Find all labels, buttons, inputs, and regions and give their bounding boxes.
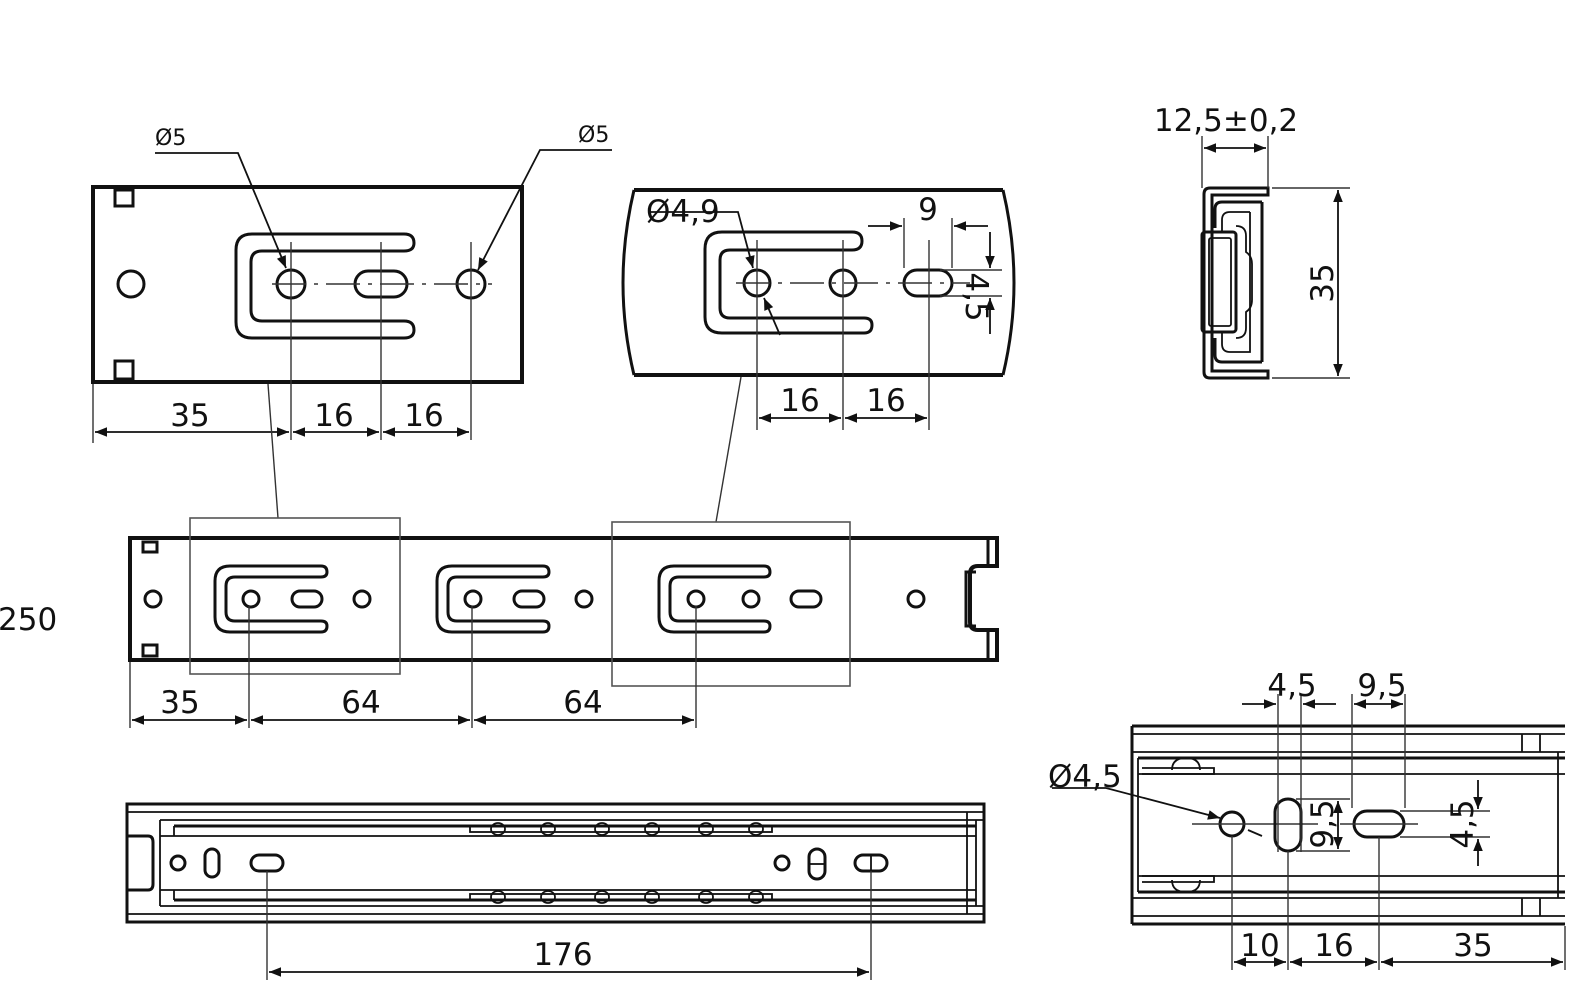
dim-label-end-95a: 9,5 [1357, 668, 1406, 704]
section-ball-cage-inner [1208, 237, 1232, 327]
detail-left: 35 16 16 Ø5 Ø5 [91, 123, 612, 519]
dim-label-45: 4,5 [958, 272, 994, 321]
detail-frame-left [189, 517, 401, 675]
bottom-outer-rail [125, 802, 986, 924]
leader-hole-b [477, 149, 612, 271]
section-inner-profile [1221, 211, 1251, 353]
bottom-cage-top [469, 825, 773, 833]
rail-break-right [1001, 189, 1016, 376]
dim-label-35: 35 [170, 398, 209, 434]
dim-label-9: 9 [918, 192, 938, 228]
dim-label-length: 250 [0, 602, 57, 638]
section-view: 12,5±0,2 35 [1154, 103, 1350, 380]
dim-label-16b: 16 [404, 398, 443, 434]
section-outer-profile [1202, 186, 1270, 380]
bracket-notch-top [113, 188, 135, 208]
dim-label-side-64a: 64 [341, 685, 380, 721]
side-view: 35 64 64 250 [0, 517, 999, 728]
section-ball-track [1235, 225, 1253, 339]
end-detail: Ø4,5 4,5 9,5 9,5 4,5 10 16 35 [1048, 668, 1566, 970]
label-hole-a-diameter: Ø5 [155, 126, 186, 151]
slide-end-hole [143, 589, 163, 609]
dim-label-side-35: 35 [160, 685, 199, 721]
bracket-end-hole [116, 269, 146, 299]
end-detail-ball-top [1142, 757, 1215, 775]
detail-frame-right [611, 521, 851, 687]
section-mid-profile [1213, 200, 1264, 364]
dim-label-end-35: 35 [1453, 928, 1492, 964]
slide-outline [128, 536, 999, 662]
dim-label-end-95b: 9,5 [1305, 799, 1341, 848]
slide-slot-group-3 [657, 564, 772, 634]
slide-slot-group-1 [213, 564, 329, 634]
detail-right-link [715, 376, 742, 523]
dim-label-end-10: 10 [1240, 928, 1279, 964]
label-rail-hole-diameter: Ø4,9 [646, 194, 720, 230]
dim-label-section-height: 35 [1305, 263, 1341, 302]
leader-rail-hole-b [763, 297, 781, 336]
dim-label-16a: 16 [314, 398, 353, 434]
leader-rail-hole [650, 211, 755, 269]
end-detail-ball-bottom [1142, 875, 1215, 893]
label-hole-b-diameter: Ø5 [578, 123, 609, 148]
slide-end-tab [964, 570, 976, 628]
bottom-cage-bottom [469, 893, 773, 901]
rail-break-left [621, 189, 636, 376]
dim-label-16d: 16 [866, 383, 905, 419]
dim-label-176: 176 [533, 937, 592, 973]
leader-hole-a [155, 152, 287, 269]
detail-left-link [267, 383, 279, 519]
slide-slot-group-2 [435, 564, 551, 634]
bottom-end-notch [127, 834, 155, 892]
bracket-notch-bottom [113, 359, 135, 381]
dim-label-side-64b: 64 [563, 685, 602, 721]
dim-label-16c: 16 [780, 383, 819, 419]
dim-label-end-16: 16 [1314, 928, 1353, 964]
dim-label-end-45a: 4,5 [1267, 668, 1316, 704]
section-ball-cage [1200, 230, 1238, 334]
detail-right: 16 16 9 4,5 Ø4,9 [621, 188, 1016, 523]
rail-u-slot [703, 230, 874, 335]
dim-label-end-45b: 4,5 [1445, 799, 1481, 848]
bracket-outline [91, 185, 524, 384]
label-end-hole-diameter: Ø4,5 [1048, 759, 1122, 795]
dim-label-section-width: 12,5±0,2 [1154, 103, 1298, 139]
end-detail-slot-vertical [1273, 797, 1303, 853]
bracket-u-slot [234, 232, 416, 340]
bottom-view: 176 [125, 802, 986, 980]
leader-end-hole [1052, 787, 1221, 820]
